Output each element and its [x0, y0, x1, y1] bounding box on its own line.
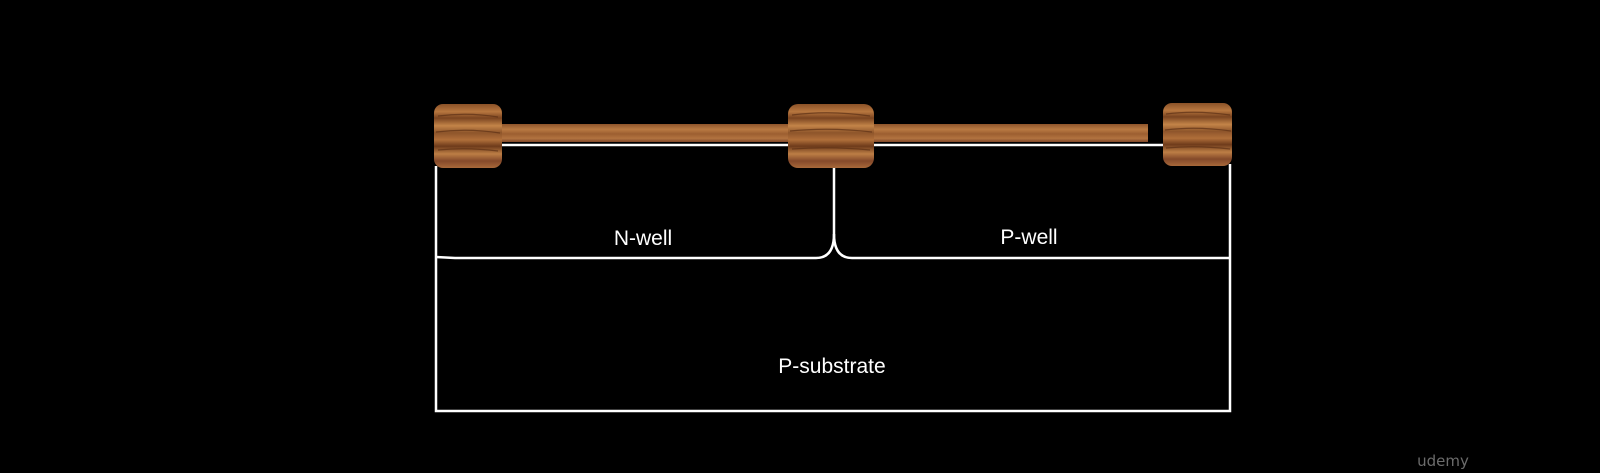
p-substrate-label: P-substrate	[778, 355, 885, 378]
watermark-logo: udemy	[1417, 452, 1469, 470]
p-well-label: P-well	[1000, 226, 1057, 249]
p-well-boundary	[832, 233, 1230, 260]
n-well-label: N-well	[614, 227, 672, 250]
isolation-block-left	[434, 104, 502, 168]
isolation-block-right	[1163, 103, 1232, 166]
isolation-block-center	[788, 104, 874, 168]
p-substrate-outline	[434, 164, 1232, 413]
